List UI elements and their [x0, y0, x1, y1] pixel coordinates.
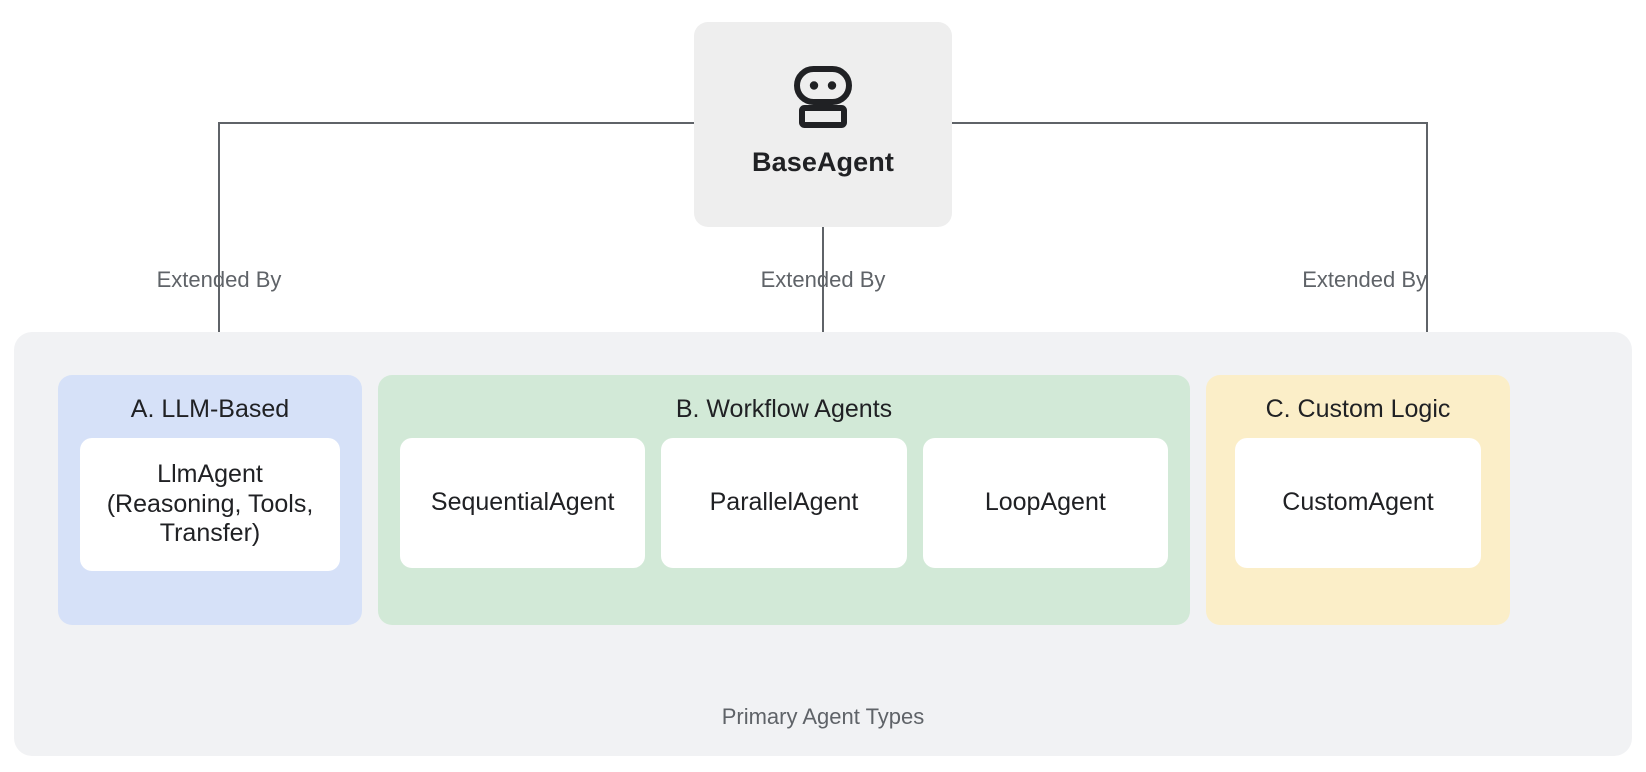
- category-llm-based-title: A. LLM-Based: [130, 395, 290, 423]
- category-custom-logic-title: C. Custom Logic: [1265, 395, 1451, 423]
- category-workflow-agents-title: B. Workflow Agents: [675, 395, 893, 423]
- edge-label-workflow: Extended By: [760, 267, 886, 292]
- node-llm-agent[interactable]: LlmAgent (Reasoning, Tools, Transfer): [80, 437, 340, 571]
- category-workflow-agents-items: SequentialAgent ParallelAgent LoopAgent: [378, 437, 1190, 590]
- edge-label-custom: Extended By: [1302, 267, 1427, 292]
- category-llm-based-items: LlmAgent (Reasoning, Tools, Transfer): [58, 437, 362, 593]
- edge-path-llm: [215, 122, 694, 379]
- node-sequential-agent[interactable]: SequentialAgent: [400, 437, 646, 568]
- category-custom-logic[interactable]: C. Custom Logic CustomAgent: [1206, 375, 1510, 625]
- node-base-agent[interactable]: BaseAgent: [694, 22, 952, 227]
- group-caption: Primary Agent Types: [721, 704, 925, 729]
- node-base-agent-label: BaseAgent: [752, 146, 894, 177]
- category-workflow-agents[interactable]: B. Workflow Agents SequentialAgent Paral…: [378, 375, 1190, 625]
- node-parallel-agent[interactable]: ParallelAgent: [661, 437, 907, 568]
- robot-icon: [794, 65, 852, 133]
- edge-path-custom: [952, 122, 1431, 379]
- node-loop-agent[interactable]: LoopAgent: [922, 437, 1168, 568]
- category-llm-based[interactable]: A. LLM-Based LlmAgent (Reasoning, Tools,…: [58, 375, 362, 625]
- edge-label-llm: Extended By: [156, 267, 282, 292]
- node-custom-agent[interactable]: CustomAgent: [1235, 437, 1481, 568]
- category-custom-logic-items: CustomAgent: [1206, 437, 1510, 590]
